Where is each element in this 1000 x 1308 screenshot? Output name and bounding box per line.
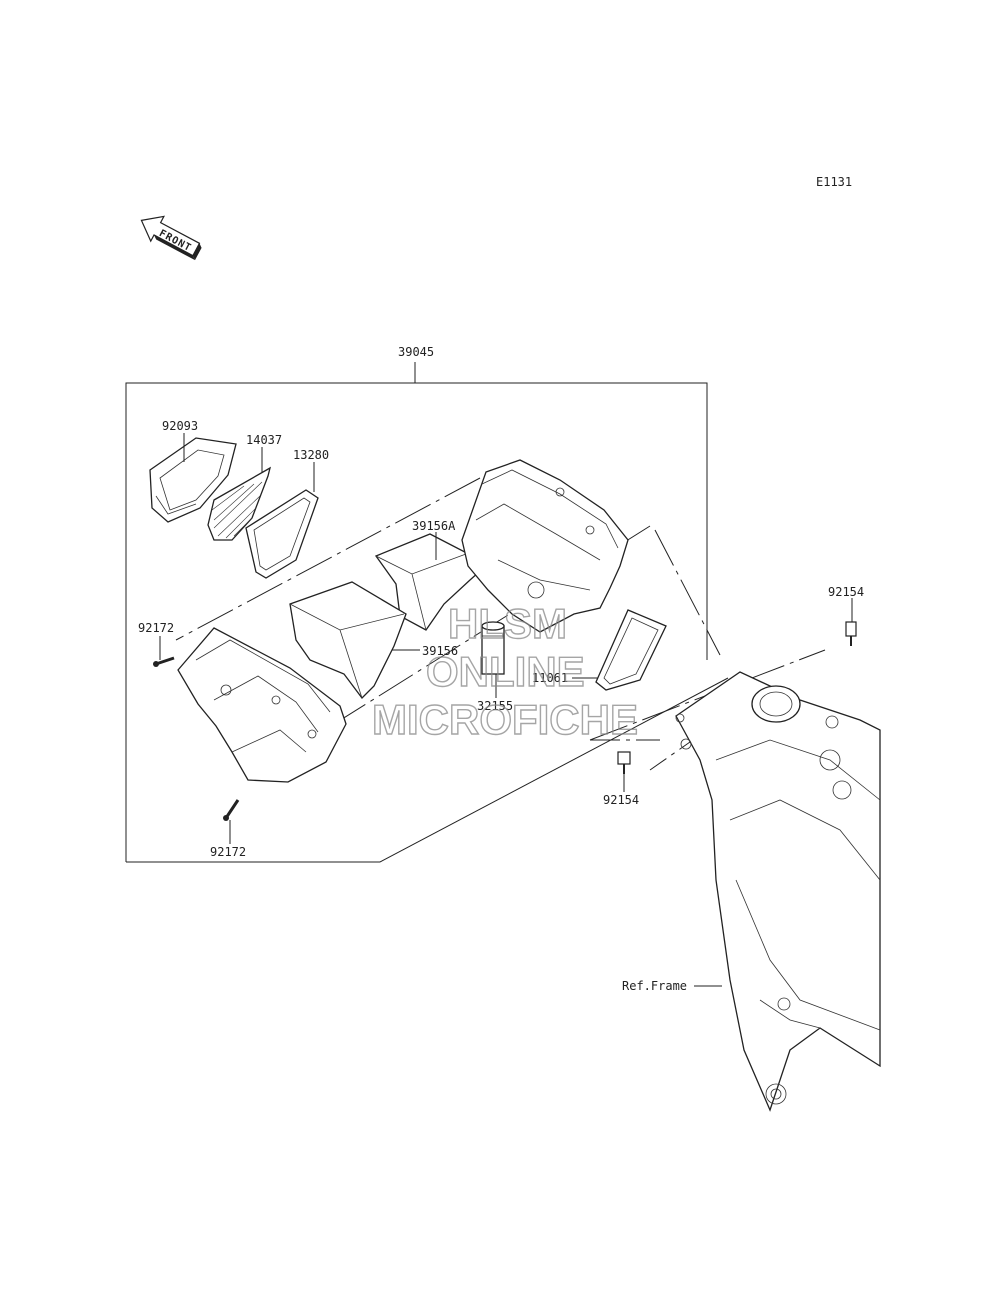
watermark-line-1: HLSM <box>448 600 567 647</box>
callout-92172-top: 92172 <box>138 621 174 635</box>
watermark-line-3: MICROFICHE <box>372 696 638 743</box>
part-39156A-duct <box>374 533 490 631</box>
part-14037-element <box>207 466 272 541</box>
bolt-92172-top-icon <box>153 656 175 667</box>
watermark-logo: HLSM ONLINE MICROFICHE <box>371 599 638 743</box>
callout-39156A: 39156A <box>412 519 456 533</box>
front-arrow-icon: FRONT <box>140 215 202 261</box>
callout-92154-bottom: 92154 <box>603 793 639 807</box>
callout-32155: 32155 <box>477 699 513 713</box>
callout-39045: 39045 <box>398 345 434 359</box>
bolt-92154-bottom-icon <box>617 751 631 774</box>
callout-14037: 14037 <box>246 433 282 447</box>
part-11061-gasket <box>595 609 667 691</box>
bolt-92172-bottom-icon <box>223 799 240 821</box>
part-airbox-lower-housing <box>177 627 347 783</box>
part-13280-gasket <box>245 489 319 579</box>
diagram-code: E1131 <box>816 175 852 189</box>
callout-ref-frame: Ref.Frame <box>622 979 687 993</box>
part-airbox-upper-housing <box>461 459 629 633</box>
callout-11061: 11061 <box>532 671 568 685</box>
callout-92154-top: 92154 <box>828 585 864 599</box>
part-92093-cover <box>149 437 237 523</box>
callout-39156: 39156 <box>422 644 458 658</box>
assembly-bracket <box>125 362 729 863</box>
part-32155-collar <box>481 621 505 675</box>
part-39156-duct <box>289 581 407 699</box>
callout-92172-bottom: 92172 <box>210 845 246 859</box>
callout-13280: 13280 <box>293 448 329 462</box>
watermark-line-2: ONLINE <box>426 648 585 695</box>
callout-92093: 92093 <box>162 419 198 433</box>
bolt-92154-top-icon <box>845 621 857 646</box>
reference-frame <box>675 671 881 1112</box>
